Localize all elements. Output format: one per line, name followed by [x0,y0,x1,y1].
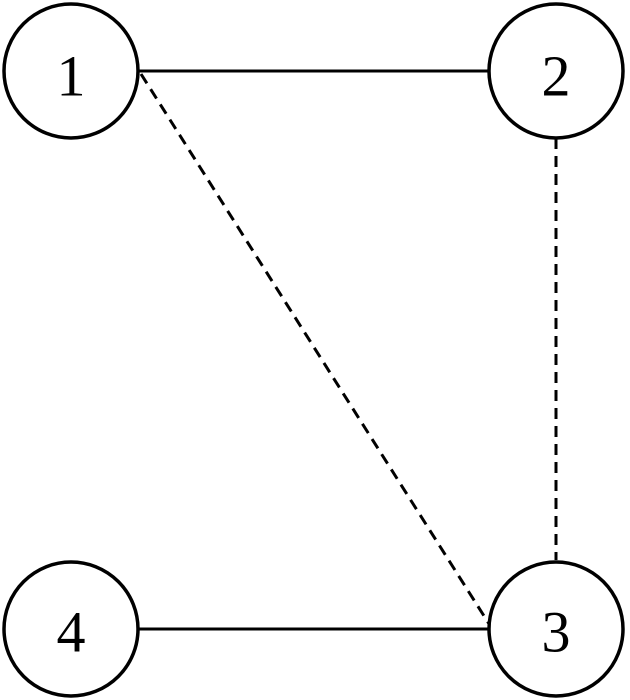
node-4-label: 4 [57,600,86,665]
node-2: 2 [487,2,625,140]
edge-1-3-dashed [139,73,493,628]
node-4: 4 [2,560,140,698]
node-1-label: 1 [57,44,86,109]
node-2-circle [487,2,625,140]
node-1-circle [2,2,140,140]
node-3-circle [487,560,625,698]
node-1: 1 [2,2,140,140]
node-3: 3 [487,560,625,698]
node-2-label: 2 [542,44,571,109]
node-3-label: 3 [542,600,571,665]
node-4-circle [2,560,140,698]
